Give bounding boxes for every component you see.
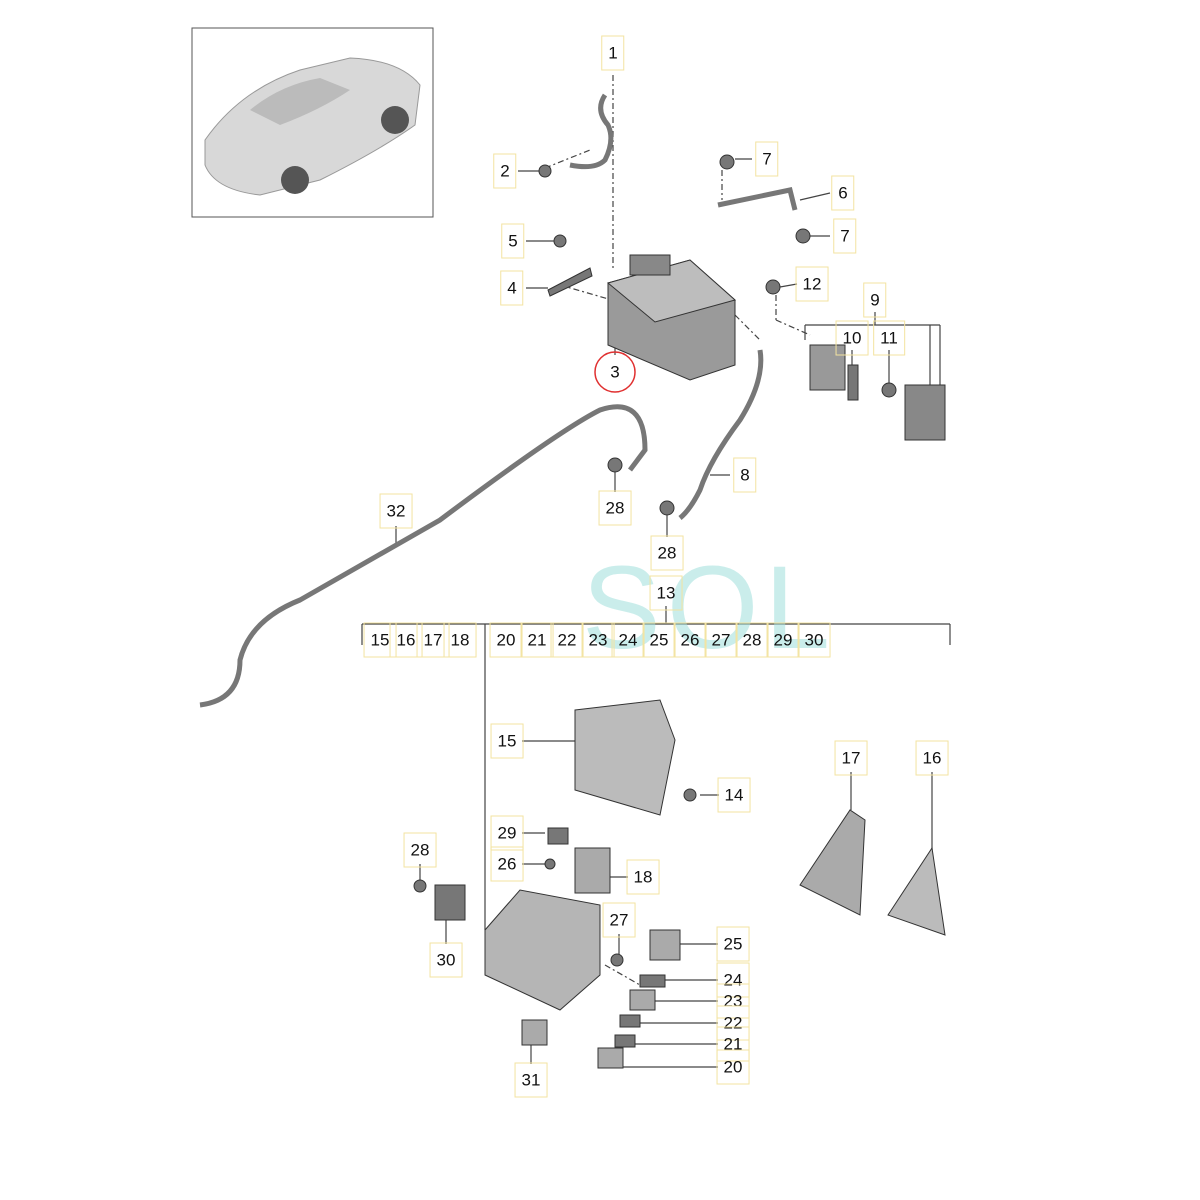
- callout[interactable]: 15: [490, 723, 524, 759]
- callout[interactable]: 18: [626, 859, 660, 895]
- callout[interactable]: 22: [550, 622, 584, 658]
- small-parts: [413, 154, 946, 1069]
- callout[interactable]: 21: [520, 622, 554, 658]
- callout[interactable]: 2: [493, 153, 517, 189]
- callout[interactable]: 16: [915, 740, 949, 776]
- cables: [199, 93, 798, 708]
- car-thumbnail: [191, 27, 434, 218]
- callout[interactable]: 29: [490, 815, 524, 851]
- callout[interactable]: 8: [733, 457, 757, 493]
- callout[interactable]: 17: [416, 622, 450, 658]
- callout[interactable]: 20: [716, 1049, 750, 1085]
- callout[interactable]: 32: [379, 493, 413, 529]
- callout[interactable]: 27: [704, 622, 738, 658]
- callout[interactable]: 17: [834, 740, 868, 776]
- callout[interactable]: 26: [673, 622, 707, 658]
- callout[interactable]: 23: [716, 983, 750, 1019]
- callout[interactable]: 16: [389, 622, 423, 658]
- battery-part: [606, 254, 737, 381]
- callout[interactable]: 6: [831, 175, 855, 211]
- callout[interactable]: 30: [429, 942, 463, 978]
- callout[interactable]: 9: [863, 282, 887, 318]
- callout[interactable]: 24: [611, 622, 645, 658]
- callout[interactable]: 30: [797, 622, 831, 658]
- callout[interactable]: 18: [443, 622, 477, 658]
- callout[interactable]: 4: [500, 270, 524, 306]
- callout[interactable]: 28: [650, 535, 684, 571]
- callout[interactable]: 14: [717, 777, 751, 813]
- callout[interactable]: 23: [581, 622, 615, 658]
- callout[interactable]: 5: [501, 223, 525, 259]
- callout[interactable]: 26: [490, 846, 524, 882]
- callout[interactable]: 1: [601, 35, 625, 71]
- callout[interactable]: 29: [766, 622, 800, 658]
- callout[interactable]: 20: [489, 622, 523, 658]
- callout[interactable]: 7: [755, 141, 779, 177]
- callout[interactable]: 13: [649, 575, 683, 611]
- callout[interactable]: 10: [835, 320, 869, 356]
- callout[interactable]: 7: [833, 218, 857, 254]
- callout[interactable]: 12: [795, 266, 829, 302]
- callout[interactable]: 28: [403, 832, 437, 868]
- callout-highlighted[interactable]: 3: [610, 362, 620, 382]
- callout[interactable]: 27: [602, 902, 636, 938]
- callout[interactable]: 28: [598, 490, 632, 526]
- callout[interactable]: 25: [642, 622, 676, 658]
- callout[interactable]: 15: [363, 622, 397, 658]
- callout[interactable]: 28: [735, 622, 769, 658]
- callout[interactable]: 11: [873, 320, 905, 356]
- callout[interactable]: 25: [716, 926, 750, 962]
- callout[interactable]: 31: [514, 1062, 548, 1098]
- leader-lines: [361, 75, 951, 1068]
- callout[interactable]: 21: [716, 1026, 750, 1062]
- highlight-circle: [594, 351, 636, 393]
